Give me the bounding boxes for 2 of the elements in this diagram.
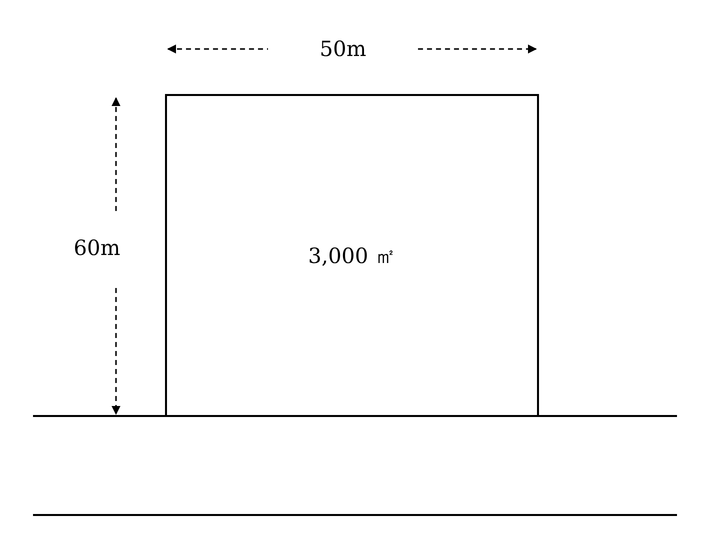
plot-area-box (165, 94, 539, 417)
area-label: 3,000 ㎡ (307, 244, 397, 268)
